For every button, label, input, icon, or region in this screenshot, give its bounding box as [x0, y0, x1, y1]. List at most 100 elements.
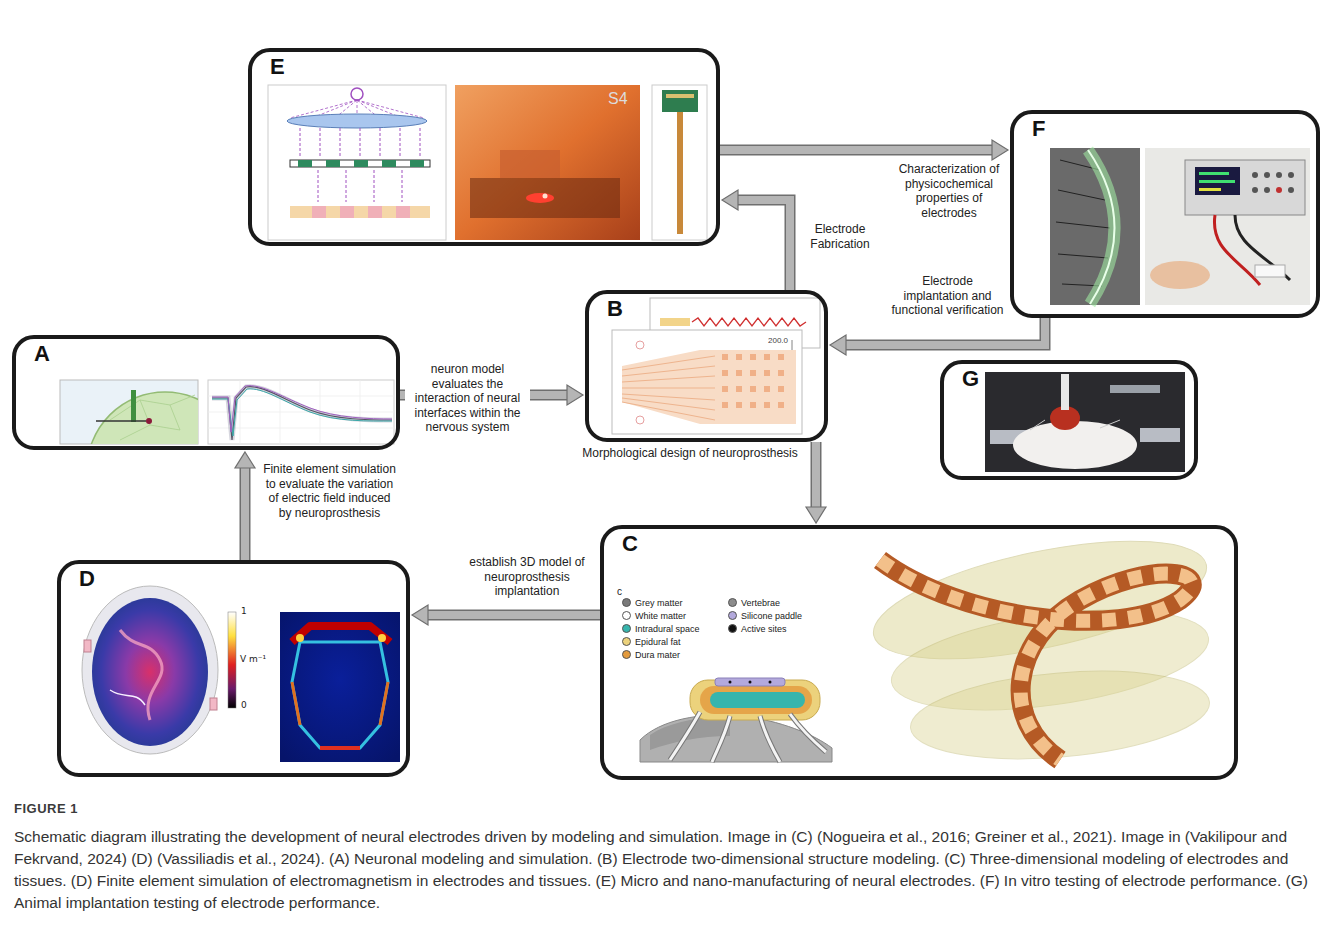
field-cross-section-part: [380, 682, 388, 725]
animal-implant-photo-part: [1030, 420, 1120, 430]
lithography-schematic-part: [287, 114, 427, 128]
action-potential-plot-part: [212, 386, 392, 432]
panel-box: E: [248, 48, 720, 246]
panel-box: BMorphological design of neuroprosthesis: [585, 290, 828, 442]
field-cross-section-part: [292, 682, 300, 725]
arrow-head: [412, 605, 428, 625]
action-potential-plot-part: [212, 389, 392, 436]
legend-text: White matter: [635, 611, 686, 621]
electrode-layout-drawing-part: [736, 354, 742, 360]
legend-text: Epidural fat: [635, 637, 681, 647]
figure-caption: Schematic diagram illustrating the devel…: [14, 826, 1317, 914]
legend-swatch: [728, 611, 737, 620]
electrode-layout-drawing-part: [722, 402, 728, 408]
animal-implant-photo-part: [1013, 421, 1137, 469]
fabrication-photo-part: [500, 150, 560, 178]
step-label: Electrode implantation and functional ve…: [890, 274, 1005, 318]
electrode-microscope-photo: [1050, 148, 1140, 305]
neuron-model-image-part: [87, 392, 198, 444]
electrode-layout-drawing-part: [636, 341, 644, 349]
neuron-model-image-part: [87, 392, 198, 444]
flexible-electrode-photo-part: [666, 94, 694, 98]
impedance-test-photo-part: [1145, 148, 1310, 305]
legend-swatch: [622, 637, 631, 646]
impedance-test-photo-part: [1264, 187, 1270, 193]
panel-letter: E: [270, 54, 285, 80]
impedance-test-photo-part: [1255, 265, 1285, 277]
legend-swatch: [622, 624, 631, 633]
panel-letter: D: [79, 566, 95, 592]
brain-field-map-part: [82, 586, 218, 754]
lithography-schematic-part: [300, 128, 420, 158]
impedance-test-photo-part: [1199, 188, 1221, 191]
panel-letter: F: [1032, 116, 1045, 142]
arrow-shaft-outline: [720, 145, 992, 156]
arrow-shaft-outline: [428, 610, 600, 621]
electrode-layout-drawing-part: [778, 370, 784, 376]
electrode-layout-drawing-part: [722, 370, 728, 376]
flow-arrow: [720, 140, 1008, 160]
field-cross-section-part: [292, 642, 388, 748]
arrow-shaft-fill: [738, 200, 790, 290]
electrode-layout-drawing-part: [792, 340, 793, 350]
legend-text: Intradural space: [635, 624, 700, 634]
flow-arrow: [806, 442, 826, 523]
impedance-test-photo-part: [1252, 187, 1258, 193]
flexible-electrode-photo-part: [662, 90, 698, 112]
flow-arrow: [830, 318, 1045, 355]
panel-box: A: [12, 335, 400, 450]
fabrication-photo-part: [543, 194, 548, 199]
spinal-model-inset-part: [700, 686, 812, 714]
legend-text: Vertebrae: [741, 598, 780, 608]
legend-entry: White matter: [622, 611, 686, 622]
impedance-test-photo-part: [1185, 160, 1305, 215]
arrow-shaft-outline: [811, 442, 822, 507]
fabrication-photo: [455, 85, 640, 240]
brain-field-map: [82, 586, 236, 754]
electrode-layout-drawing-part: [778, 354, 784, 360]
impedance-test-photo-part: [1150, 261, 1210, 289]
brain-field-map-part: [110, 690, 145, 705]
legend-entry: Epidural fat: [622, 637, 681, 648]
arrow-shaft: [245, 468, 246, 560]
arrow-shaft-outline: [738, 200, 790, 290]
electrode-layout-drawing-part: [636, 416, 644, 424]
lithography-schematic-part: [312, 206, 326, 218]
electrode-layout-drawing-part: [778, 386, 784, 392]
electrode-microscope-photo-part: [1050, 148, 1140, 305]
lithography-schematic-part: [410, 160, 424, 167]
legend-text: Grey matter: [635, 598, 683, 608]
colorbar-label: 0: [241, 700, 247, 711]
animal-implant-photo-part: [1140, 428, 1180, 442]
brain-field-map-part: [84, 640, 91, 652]
legend-entry: Grey matter: [622, 598, 683, 609]
spinal-model-inset-part: [670, 712, 826, 762]
arrow-shaft-fill: [812, 442, 820, 507]
photo-label: S4: [608, 90, 628, 108]
panel-box: F: [1010, 110, 1320, 318]
field-cross-section-part: [292, 626, 390, 642]
impedance-test-photo-part: [1288, 187, 1294, 193]
panel-letter: C: [622, 531, 638, 557]
legend-entry: Vertebrae: [728, 598, 780, 609]
arrow-shaft: [816, 442, 817, 507]
arrow-shaft-fill: [720, 146, 992, 154]
lithography-schematic-part: [396, 206, 410, 218]
arrow-shaft-outline: [240, 468, 251, 560]
spinal-model-inset-part: [715, 678, 785, 686]
lithography-schematic-part: [368, 206, 382, 218]
legend-swatch: [728, 624, 737, 633]
dimension-label: 200.0: [768, 336, 788, 346]
colorbar-label: 1: [241, 606, 247, 617]
action-potential-plot-part: [212, 387, 392, 440]
impedance-test-photo-part: [1199, 172, 1229, 175]
flexible-electrode-photo-part: [677, 112, 683, 234]
brain-field-map-part: [120, 630, 162, 720]
legend-swatch: [622, 611, 631, 620]
fabrication-photo-part: [470, 178, 620, 218]
electrode-layout-drawing-part: [750, 354, 756, 360]
neuron-model-image-part: [110, 395, 195, 440]
spinal-model-inset-part: [710, 692, 805, 708]
spiral-electrode-render: [864, 518, 1217, 770]
electrode-layout-drawing-part: [622, 356, 715, 420]
